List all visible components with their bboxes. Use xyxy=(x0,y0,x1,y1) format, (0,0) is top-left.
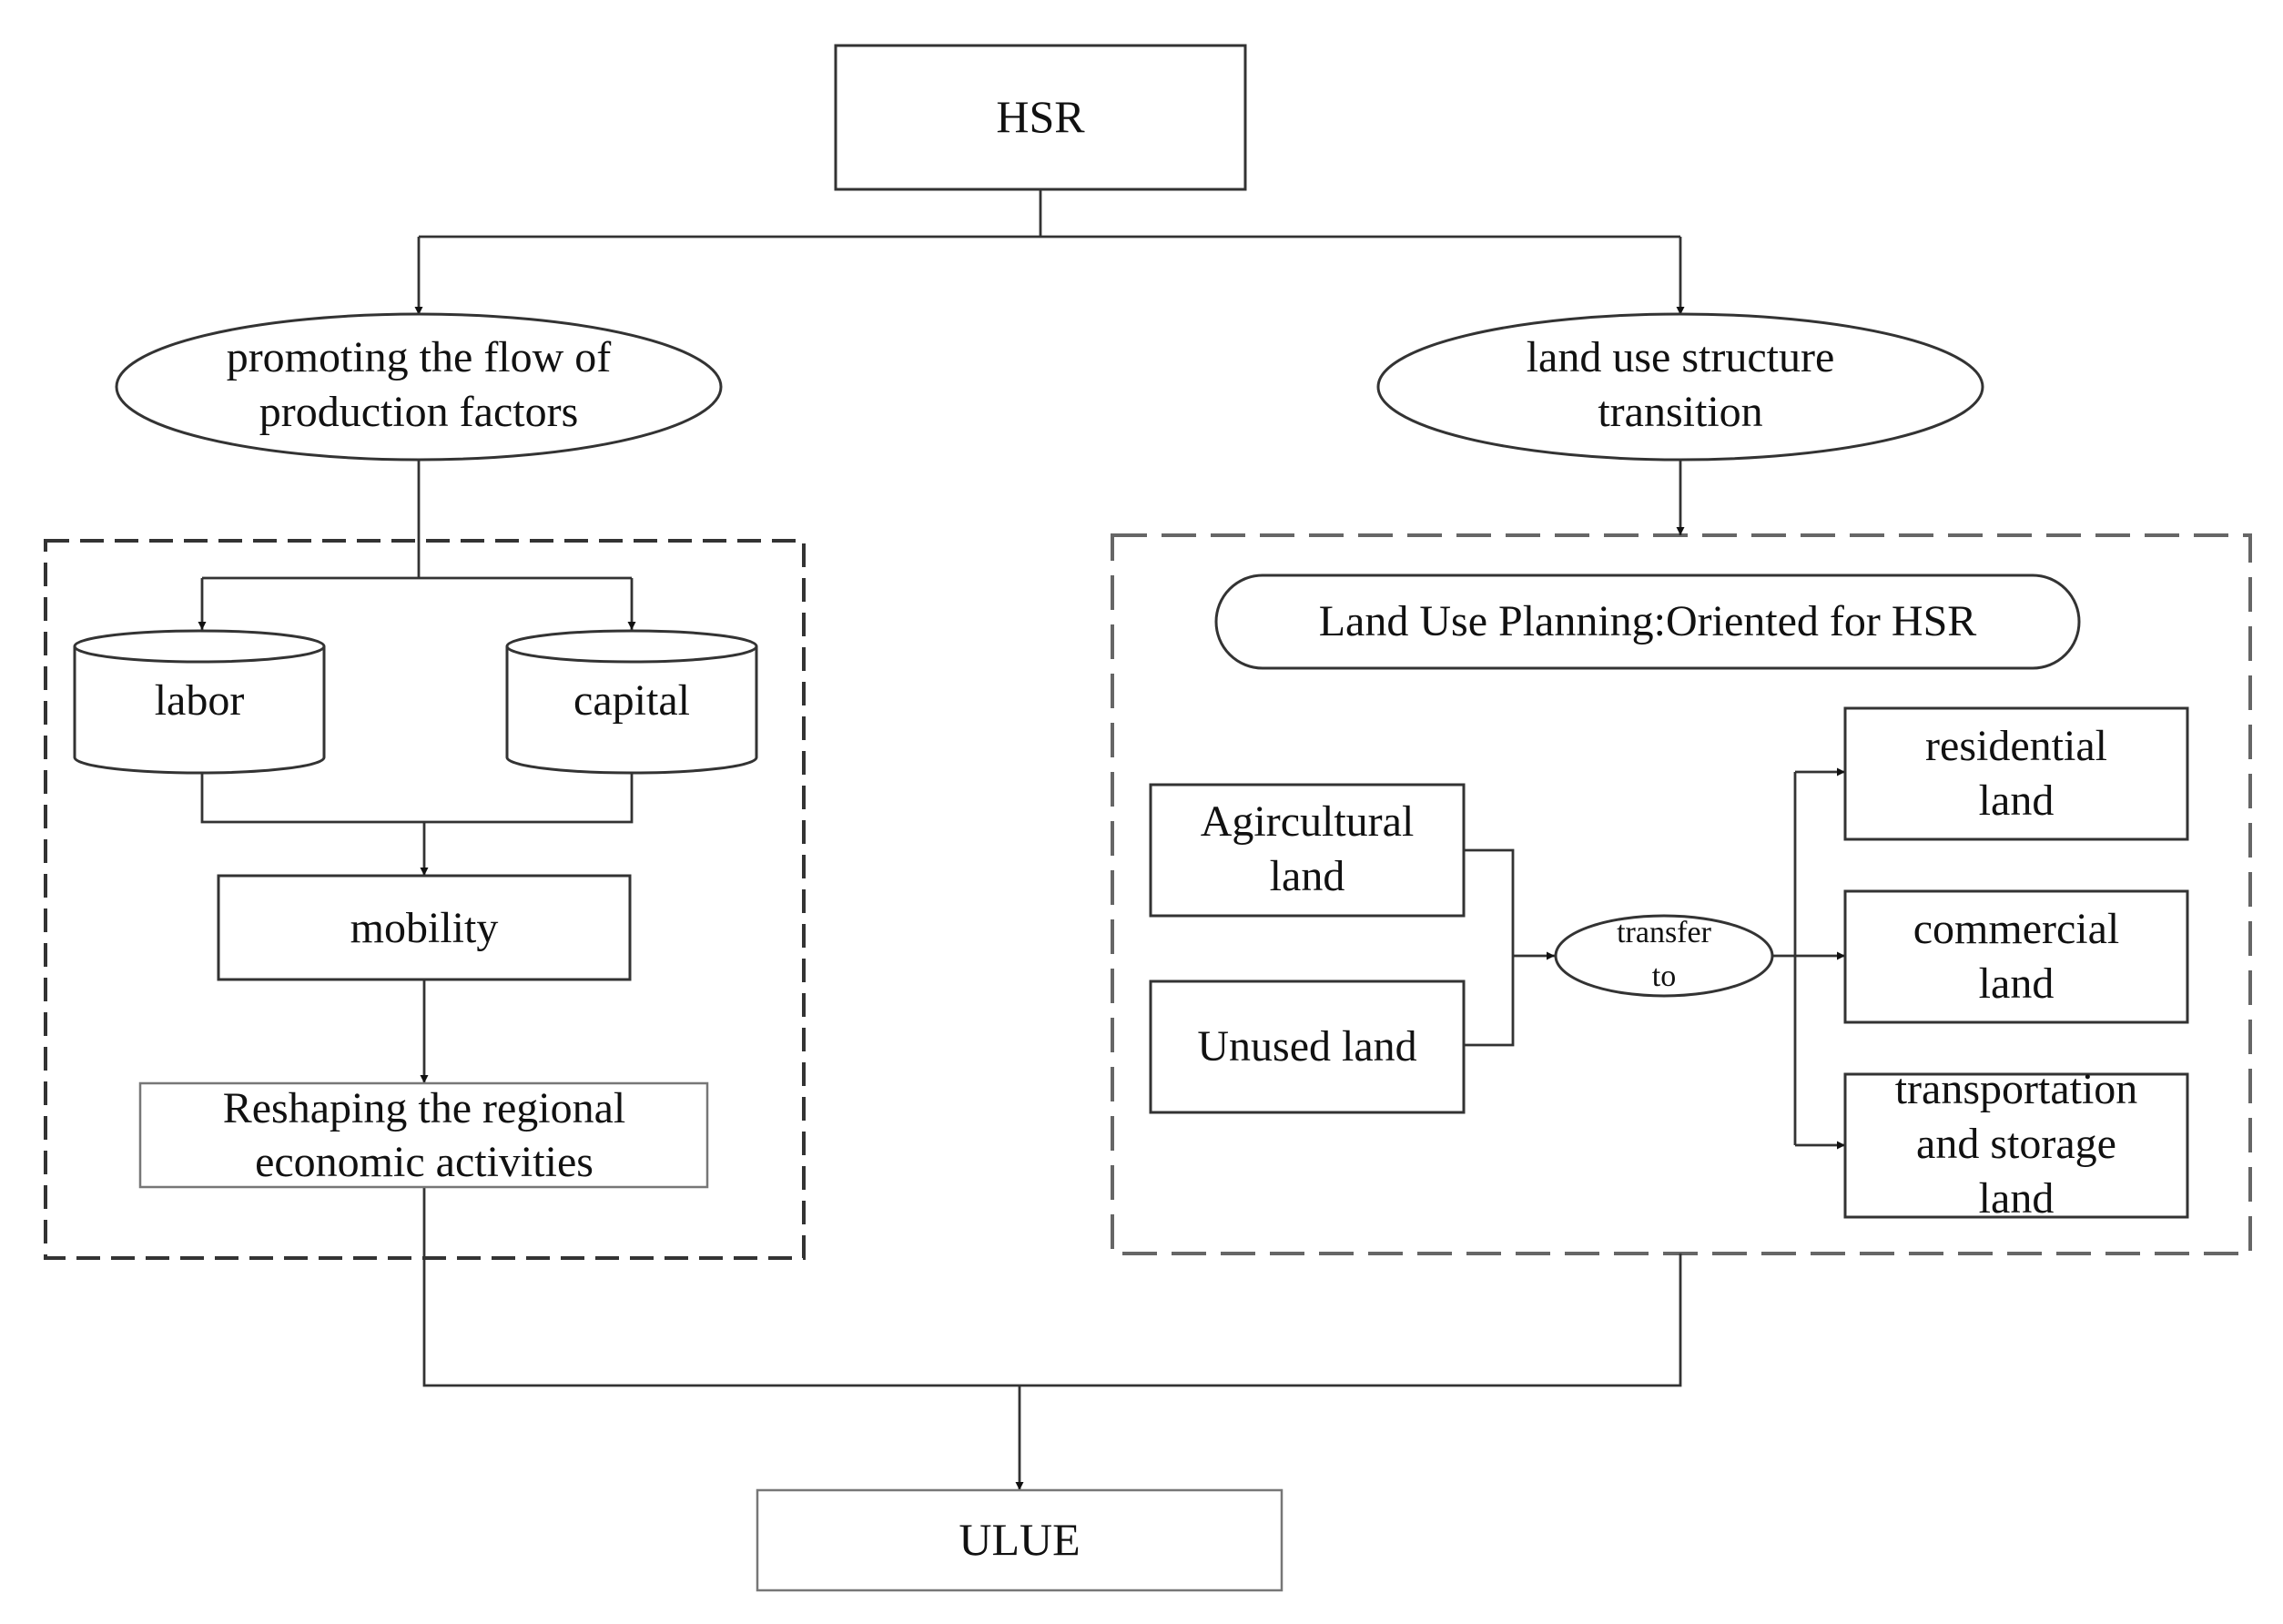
mobility-label: mobility xyxy=(350,904,499,952)
reshaping-label-line1: Reshaping the regional xyxy=(223,1084,626,1132)
transfer-to-node: transfer to xyxy=(1554,914,1774,998)
planning-label: Land Use Planning:Oriented for HSR xyxy=(1319,597,1977,645)
transport-label-line3: land xyxy=(1979,1174,2055,1223)
reshaping-node: Reshaping the regional economic activiti… xyxy=(138,1081,709,1189)
transfer-label-line1: transfer xyxy=(1617,916,1712,949)
transport-label-line2: and storage xyxy=(1916,1120,2116,1168)
commercial-label-line2: land xyxy=(1979,959,2055,1008)
promoting-label-line1: promoting the flow of xyxy=(227,333,612,381)
commercial-label-line1: commercial xyxy=(1913,905,2120,953)
land-use-transition-node: land use structure transition xyxy=(1376,312,1984,462)
ulue-label: ULUE xyxy=(959,1514,1080,1565)
reshaping-label-line2: economic activities xyxy=(255,1138,594,1186)
transportation-storage-land-node: transportation and storage land xyxy=(1843,1065,2189,1223)
residential-label-line1: residential xyxy=(1925,722,2107,770)
agricultural-label-line1: Agircultural xyxy=(1201,797,1415,846)
labor-label: labor xyxy=(155,676,245,725)
commercial-land-node: commercial land xyxy=(1843,889,2189,1024)
unused-land-node: Unused land xyxy=(1149,979,1466,1114)
capital-node: capital xyxy=(505,629,758,775)
ulue-node: ULUE xyxy=(756,1488,1284,1592)
connectors xyxy=(198,189,1845,1490)
land-use-planning-node: Land Use Planning:Oriented for HSR xyxy=(1214,573,2081,670)
agricultural-label-line2: land xyxy=(1270,852,1345,900)
residential-label-line2: land xyxy=(1979,776,2055,825)
land-use-label-line2: transition xyxy=(1598,388,1762,436)
promoting-flow-node: promoting the flow of production factors xyxy=(115,312,723,462)
mobility-node: mobility xyxy=(217,874,632,981)
agricultural-land-node: Agircultural land xyxy=(1149,783,1466,918)
transfer-label-line2: to xyxy=(1652,959,1676,993)
hsr-node: HSR xyxy=(834,44,1247,191)
transport-label-line1: transportation xyxy=(1895,1065,2138,1113)
residential-land-node: residential land xyxy=(1843,706,2189,841)
unused-label: Unused land xyxy=(1197,1022,1416,1071)
capital-label: capital xyxy=(573,676,690,725)
labor-node: labor xyxy=(73,629,326,775)
hsr-label: HSR xyxy=(996,91,1085,142)
promoting-label-line2: production factors xyxy=(259,388,579,436)
land-use-label-line1: land use structure xyxy=(1527,333,1835,381)
